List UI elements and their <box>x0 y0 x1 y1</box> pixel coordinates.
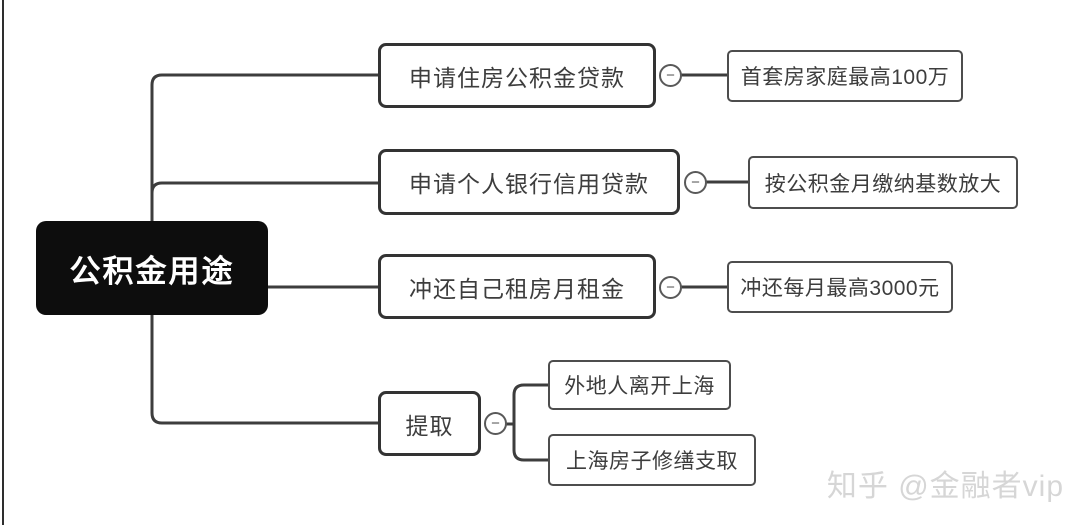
node-housing-loan[interactable]: 申请住房公积金贷款 <box>378 43 656 108</box>
leaf-monthly-max-3000[interactable]: 冲还每月最高3000元 <box>727 261 953 313</box>
node-rent-offset[interactable]: 冲还自己租房月租金 <box>378 254 656 319</box>
root-node-label: 公积金用途 <box>69 253 235 289</box>
node-withdraw-label: 提取 <box>405 412 454 439</box>
connector-root-to-housing-loan <box>150 73 380 223</box>
node-withdraw[interactable]: 提取 <box>378 391 481 456</box>
node-rent-offset-label: 冲还自己租房月租金 <box>409 275 625 302</box>
watermark-zhihu: 知乎 @金融者vip <box>826 470 1064 503</box>
leaf-shanghai-house-repair-label: 上海房子修缮支取 <box>566 450 738 473</box>
node-credit-loan-label: 申请个人银行信用贷款 <box>409 171 649 197</box>
leaf-first-home-max-1m[interactable]: 首套房家庭最高100万 <box>727 50 963 102</box>
collapse-toggle-withdraw[interactable]: − <box>484 412 507 435</box>
screenshot-edge-line <box>2 0 4 525</box>
collapse-toggle-housing-loan[interactable]: − <box>659 64 682 87</box>
leaf-first-home-max-1m-label: 首套房家庭最高100万 <box>740 66 950 89</box>
connector-withdraw-split <box>512 383 550 462</box>
collapse-toggle-credit-loan[interactable]: − <box>684 171 707 194</box>
node-housing-loan-label: 申请住房公积金贷款 <box>409 64 625 91</box>
leaf-monthly-max-3000-label: 冲还每月最高3000元 <box>740 277 940 300</box>
connector-root-to-withdraw <box>150 313 380 425</box>
leaf-monthly-base-multiplier-label: 按公积金月缴纳基数放大 <box>764 172 1002 196</box>
leaf-shanghai-house-repair[interactable]: 上海房子修缮支取 <box>548 434 756 486</box>
leaf-monthly-base-multiplier[interactable]: 按公积金月缴纳基数放大 <box>748 156 1018 209</box>
leaf-nonlocal-leave-shanghai[interactable]: 外地人离开上海 <box>548 360 731 410</box>
connector-root-to-credit-loan <box>150 181 380 223</box>
collapse-toggle-rent-offset[interactable]: − <box>659 276 682 299</box>
node-credit-loan[interactable]: 申请个人银行信用贷款 <box>378 149 680 215</box>
leaf-nonlocal-leave-shanghai-label: 外地人离开上海 <box>564 375 715 398</box>
root-node-provident-fund-uses[interactable]: 公积金用途 <box>36 221 268 315</box>
